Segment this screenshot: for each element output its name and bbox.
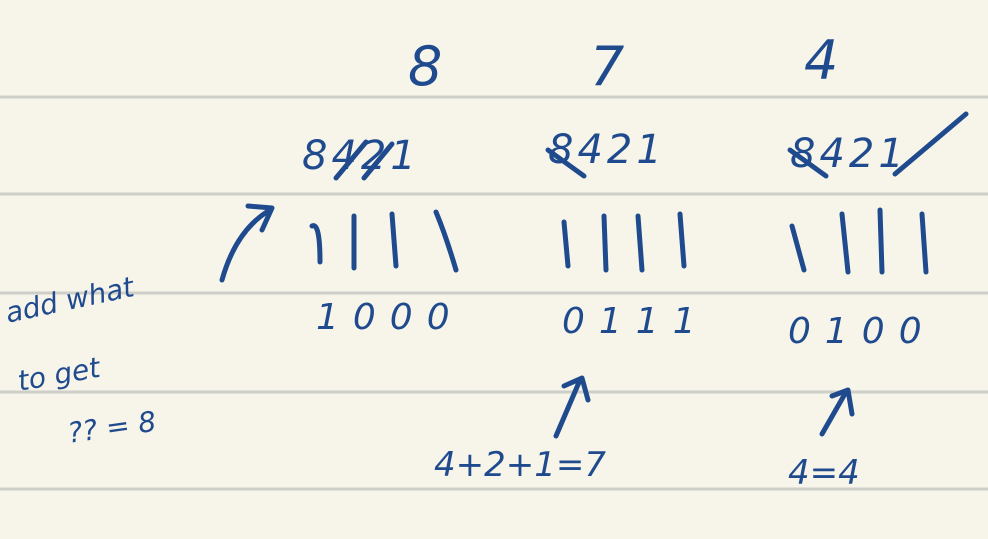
tally-mark	[839, 211, 851, 275]
place-values: 8421	[790, 131, 908, 177]
tally-mark	[677, 211, 687, 269]
tally-mark	[601, 213, 609, 273]
sum-equation: 4=4	[788, 453, 860, 493]
strike-mark	[361, 141, 395, 181]
decimal-digit: 7	[590, 35, 625, 98]
strike-marks	[333, 111, 969, 181]
tally-mark	[919, 211, 929, 275]
tally-mark	[789, 223, 807, 273]
tally-strokes	[309, 207, 929, 275]
strike-mark	[787, 147, 829, 179]
strike-mark	[892, 111, 969, 177]
tally-mark	[389, 211, 399, 269]
tally-mark	[877, 207, 885, 275]
strike-mark	[545, 147, 587, 179]
decimal-digit: 8	[408, 35, 443, 98]
ruled-lines	[0, 95, 988, 491]
decimal-digit: 4	[804, 29, 839, 92]
arrow-icon	[819, 387, 855, 437]
place-values: 8421	[302, 133, 420, 179]
arrows	[219, 203, 855, 439]
binary-bits: 1000	[316, 297, 464, 338]
binary-bits: 0100	[788, 311, 936, 352]
sum-equation: 4+2+1=7	[434, 445, 606, 485]
place-values: 8421	[548, 127, 666, 173]
arrow-icon	[553, 375, 591, 439]
tally-mark	[561, 219, 571, 269]
tally-mark	[635, 213, 645, 273]
strike-mark	[333, 139, 369, 181]
tally-mark	[309, 223, 323, 265]
arrow-icon	[219, 203, 275, 283]
binary-bits: 0111	[562, 301, 710, 342]
tally-mark	[433, 209, 459, 273]
